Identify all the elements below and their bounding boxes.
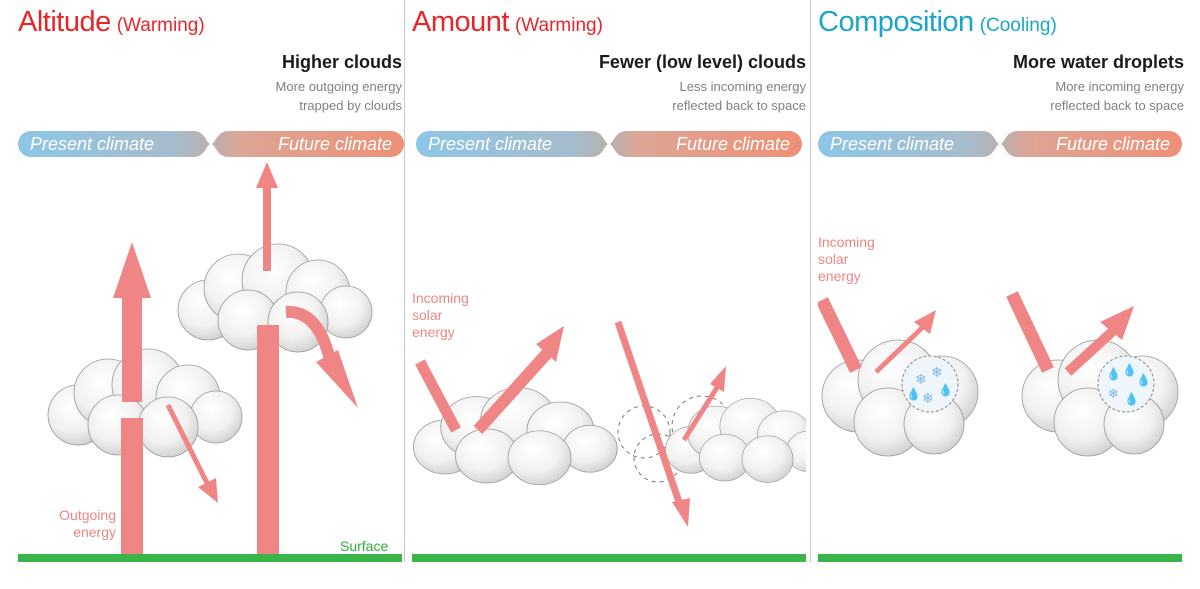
description-line: reflected back to space xyxy=(1050,98,1184,113)
climate-band: Present climate Future climate xyxy=(818,131,1182,157)
panel-title-main: Amount xyxy=(412,6,509,38)
reflected-arrow-right xyxy=(285,305,358,408)
amount-illustration xyxy=(412,320,806,562)
incoming-arrow-future xyxy=(614,320,726,527)
future-climate-label: Future climate xyxy=(277,134,392,154)
panel-description: Less incoming energy reflected back to s… xyxy=(546,77,806,115)
droplet-icon: 💧 xyxy=(906,387,921,401)
present-climate-label: Present climate xyxy=(30,134,155,154)
surface-label: Surface xyxy=(340,538,389,554)
incoming-arrow-future xyxy=(1006,291,1134,376)
future-climate-label: Future climate xyxy=(1055,134,1170,154)
incoming-arrow-present xyxy=(818,297,936,374)
surface-line xyxy=(818,554,1182,562)
panel-divider xyxy=(404,0,405,562)
altitude-illustration xyxy=(18,162,402,562)
panel-title: Altitude(Warming) xyxy=(18,6,205,39)
outgoing-arrow-left xyxy=(113,242,151,556)
reflected-arrow-left xyxy=(165,403,218,503)
present-climate-label: Present climate xyxy=(830,134,955,154)
incoming-solar-energy-label: Incoming solar energy xyxy=(412,290,469,340)
cloud-icon xyxy=(47,348,243,458)
climate-band-shape xyxy=(416,131,802,157)
future-climate-label: Future climate xyxy=(675,134,790,154)
droplet-icon: 💧 xyxy=(938,383,953,397)
incoming-solar-energy-label: Incoming solar energy xyxy=(818,234,875,284)
panel-heading: Fewer (low level) clouds xyxy=(598,52,806,72)
panel-composition: Composition(Cooling) More water droplets… xyxy=(818,0,1190,589)
description-line: reflected back to space xyxy=(672,98,806,113)
climate-band: Present climate Future climate xyxy=(416,131,802,157)
outgoing-energy-label: Outgoing energy xyxy=(59,507,116,540)
droplet-magnifier: ❄ ❄ ❄ 💧 💧 xyxy=(901,355,959,413)
outgoing-arrow-right xyxy=(256,162,279,556)
panel-title: Amount(Warming) xyxy=(412,6,603,39)
description-line: trapped by clouds xyxy=(299,98,402,113)
panel-heading: More water droplets xyxy=(1012,52,1184,72)
incoming-arrow-present xyxy=(415,326,564,435)
panel-amount: Amount(Warming) Fewer (low level) clouds… xyxy=(412,0,806,589)
snowflake-icon: ❄ xyxy=(1108,387,1119,402)
droplet-icon: 💧 xyxy=(1106,367,1121,381)
panel-divider xyxy=(810,0,811,562)
panel-description: More incoming energy reflected back to s… xyxy=(924,77,1184,115)
panel-heading: Higher clouds xyxy=(281,52,402,72)
droplet-magnifier: 💧 💧 💧 ❄ 💧 xyxy=(1097,355,1155,413)
present-climate-label: Present climate xyxy=(428,134,553,154)
snowflake-icon: ❄ xyxy=(915,372,927,388)
droplet-icon: 💧 xyxy=(1122,363,1137,377)
panel-title-main: Composition xyxy=(818,6,974,38)
droplet-icon: 💧 xyxy=(1124,392,1139,406)
panel-description: More outgoing energy trapped by clouds xyxy=(142,77,402,115)
climate-band-shape xyxy=(818,131,1182,157)
panel-title-effect: (Cooling) xyxy=(979,15,1057,36)
panel-title: Composition(Cooling) xyxy=(818,6,1057,39)
composition-illustration: ❄ ❄ ❄ 💧 💧 💧 💧 💧 ❄ 💧 xyxy=(818,291,1182,562)
climate-band-shape xyxy=(18,131,404,157)
description-line: More incoming energy xyxy=(1055,79,1184,94)
snowflake-icon: ❄ xyxy=(931,365,943,381)
climate-band: Present climate Future climate xyxy=(18,131,404,157)
surface-line xyxy=(18,554,402,562)
panel-altitude: Altitude(Warming) Higher clouds More out… xyxy=(18,0,404,589)
snowflake-icon: ❄ xyxy=(922,391,934,407)
surface-line xyxy=(412,554,806,562)
panel-title-effect: (Warming) xyxy=(116,15,205,36)
panel-title-effect: (Warming) xyxy=(514,15,603,36)
description-line: Less incoming energy xyxy=(679,79,806,94)
droplet-icon: 💧 xyxy=(1136,373,1151,387)
panel-title-main: Altitude xyxy=(18,6,111,38)
description-line: More outgoing energy xyxy=(275,79,402,94)
